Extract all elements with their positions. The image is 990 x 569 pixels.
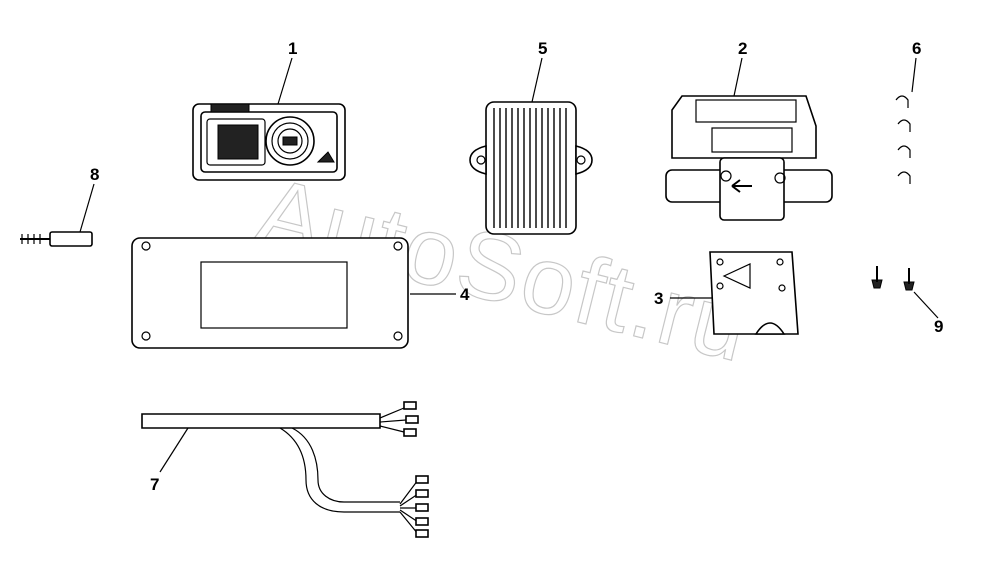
part-2-valve-assembly	[665, 95, 833, 221]
callout-1: 1	[288, 39, 297, 58]
callout-6: 6	[912, 39, 921, 58]
callout-7: 7	[150, 475, 159, 494]
part-8-bolt	[20, 231, 93, 247]
part-4-mounting-plate	[131, 237, 409, 349]
part-9-screws	[871, 266, 915, 291]
callout-5: 5	[538, 39, 547, 58]
part-7-wiring-harness	[141, 401, 429, 538]
callout-9: 9	[934, 317, 943, 336]
part-5-module	[469, 101, 593, 235]
callout-4: 4	[460, 285, 470, 304]
part-3-bracket	[709, 251, 799, 335]
part-1-control-panel	[192, 103, 346, 181]
callout-3: 3	[654, 289, 663, 308]
callout-8: 8	[90, 165, 99, 184]
callout-2: 2	[738, 39, 747, 58]
part-6-clips	[895, 95, 911, 184]
